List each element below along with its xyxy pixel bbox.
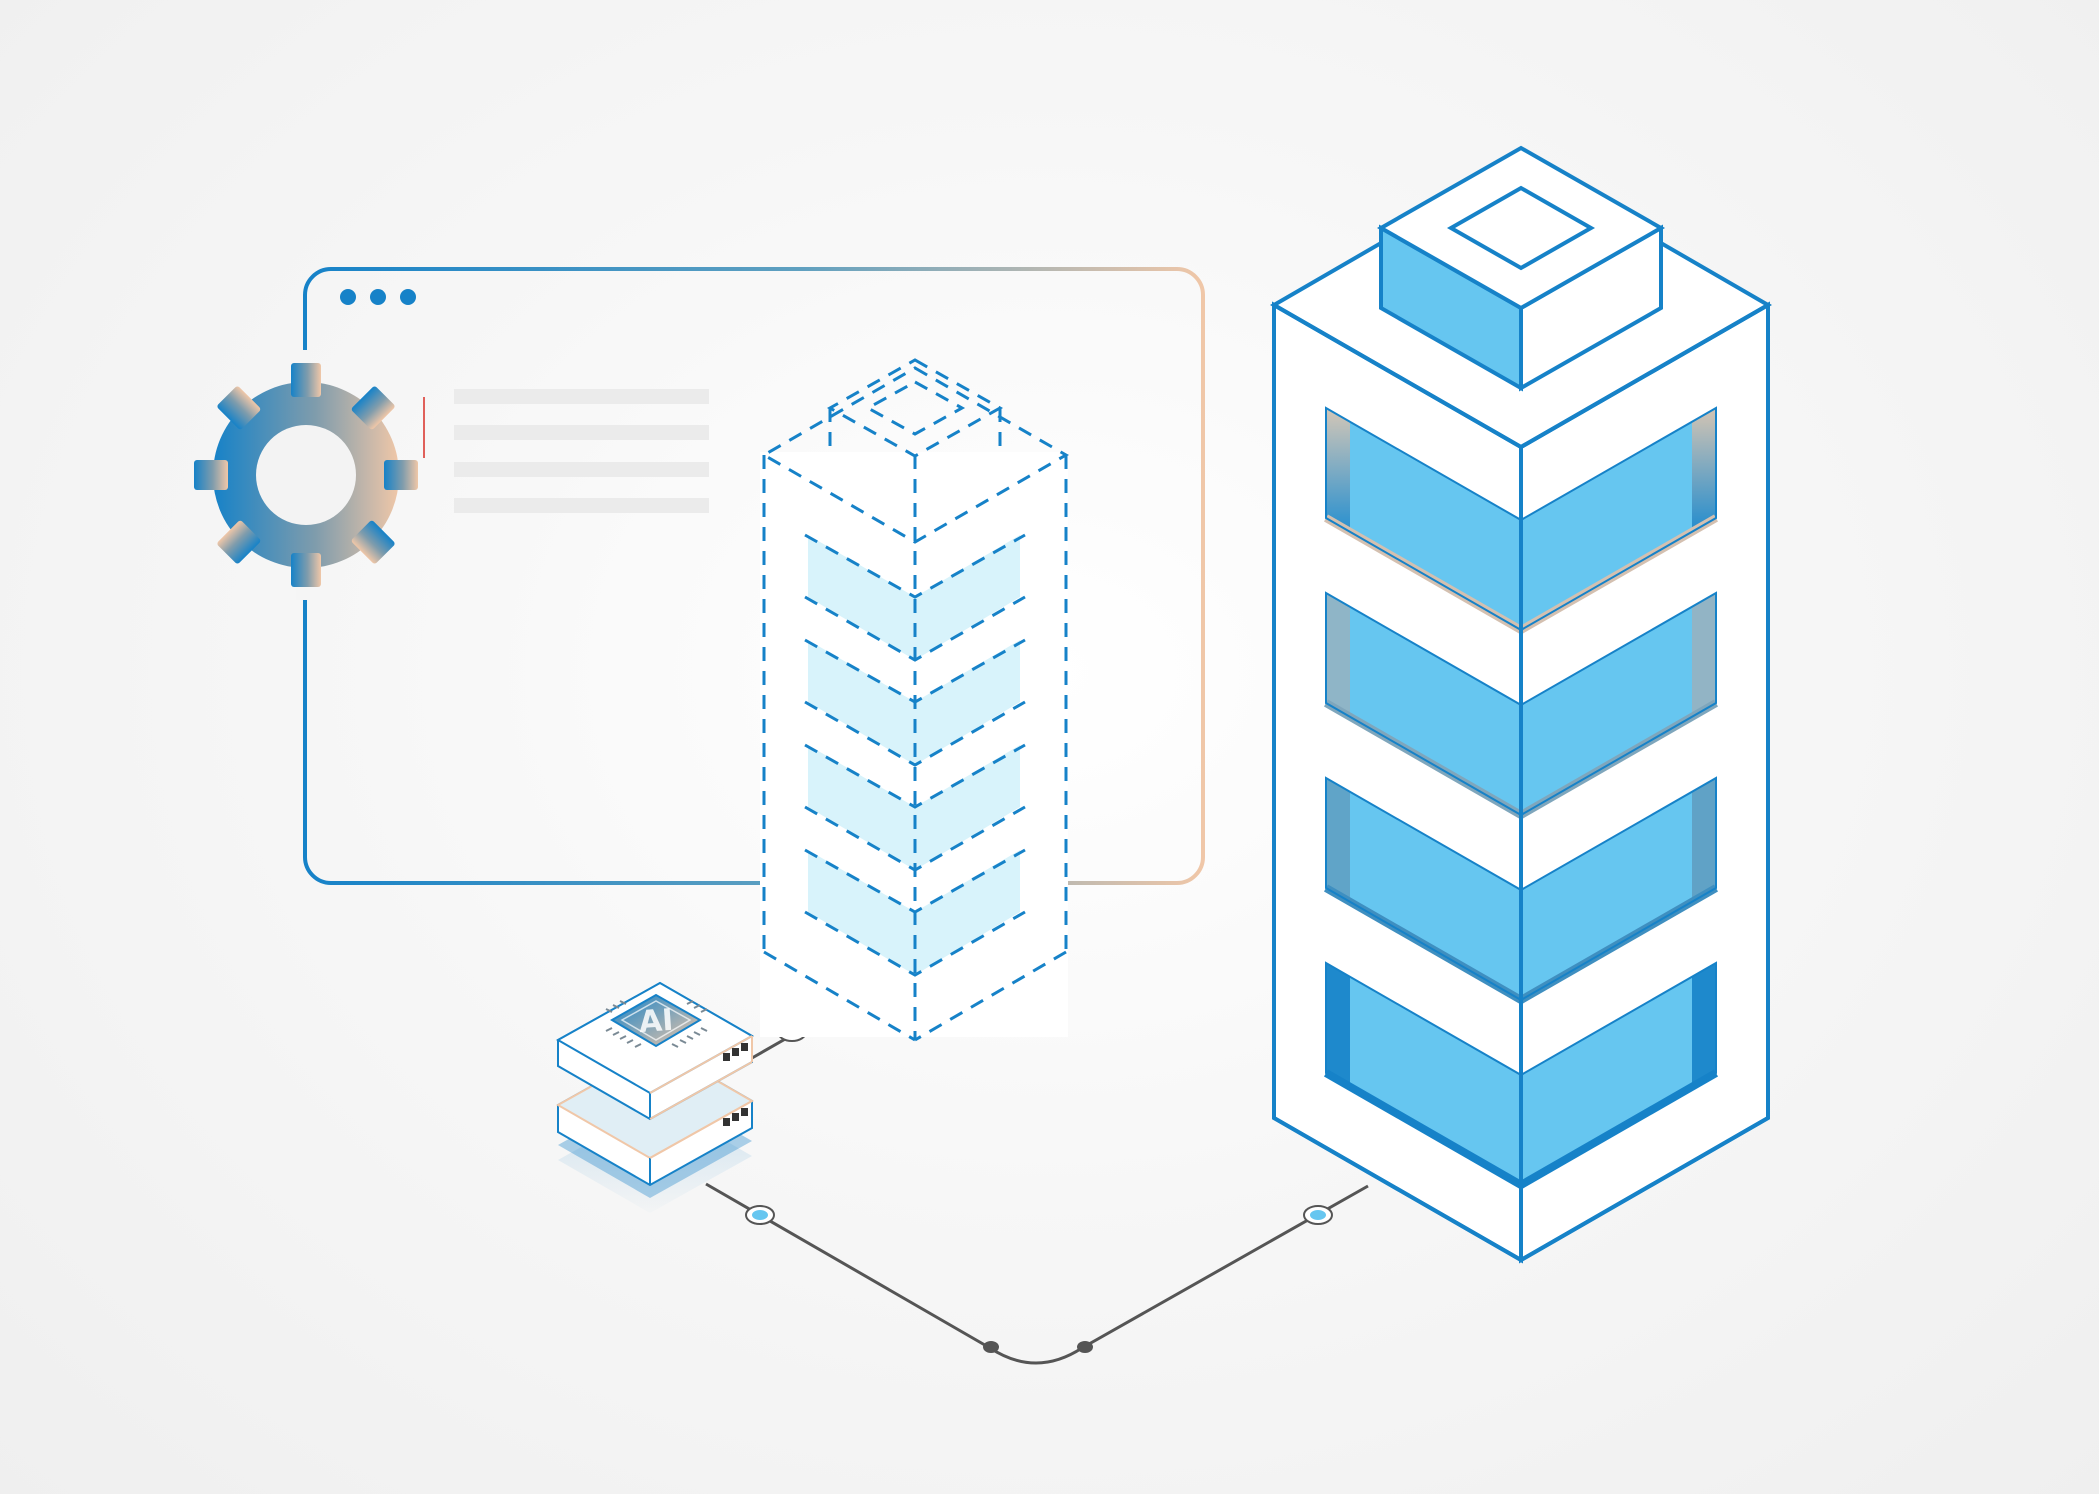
- ai-chip-label: AI: [638, 1003, 675, 1040]
- text-line: [454, 462, 709, 477]
- text-line: [454, 498, 709, 513]
- ai-chip-icon: AI: [605, 993, 708, 1048]
- browser-window: [303, 267, 1205, 885]
- tower-rooftop-unit: [1376, 145, 1666, 392]
- connector-chip-to-building: [705, 1182, 1369, 1365]
- ai-chip-stack: AI: [555, 981, 755, 1213]
- tower-right-windows: [1519, 406, 1718, 1189]
- text-placeholder-lines: [454, 389, 709, 513]
- connector-joint: [1077, 1341, 1093, 1353]
- connector-joint: [983, 1341, 999, 1353]
- browser-window-frame: [303, 267, 1205, 885]
- connector-node: [1303, 1205, 1333, 1225]
- gear-icon: [194, 350, 418, 600]
- window-dot-2: [370, 289, 386, 305]
- window-dot-1: [340, 289, 356, 305]
- window-dot-3: [400, 289, 416, 305]
- text-line: [454, 389, 709, 404]
- data-center-tower: [1269, 145, 1773, 1264]
- tower-left-windows: [1324, 406, 1523, 1189]
- connector-lines: [705, 1016, 1369, 1365]
- text-line: [454, 425, 709, 440]
- connector-node: [745, 1205, 775, 1225]
- dashed-server-tower: [760, 358, 1070, 1042]
